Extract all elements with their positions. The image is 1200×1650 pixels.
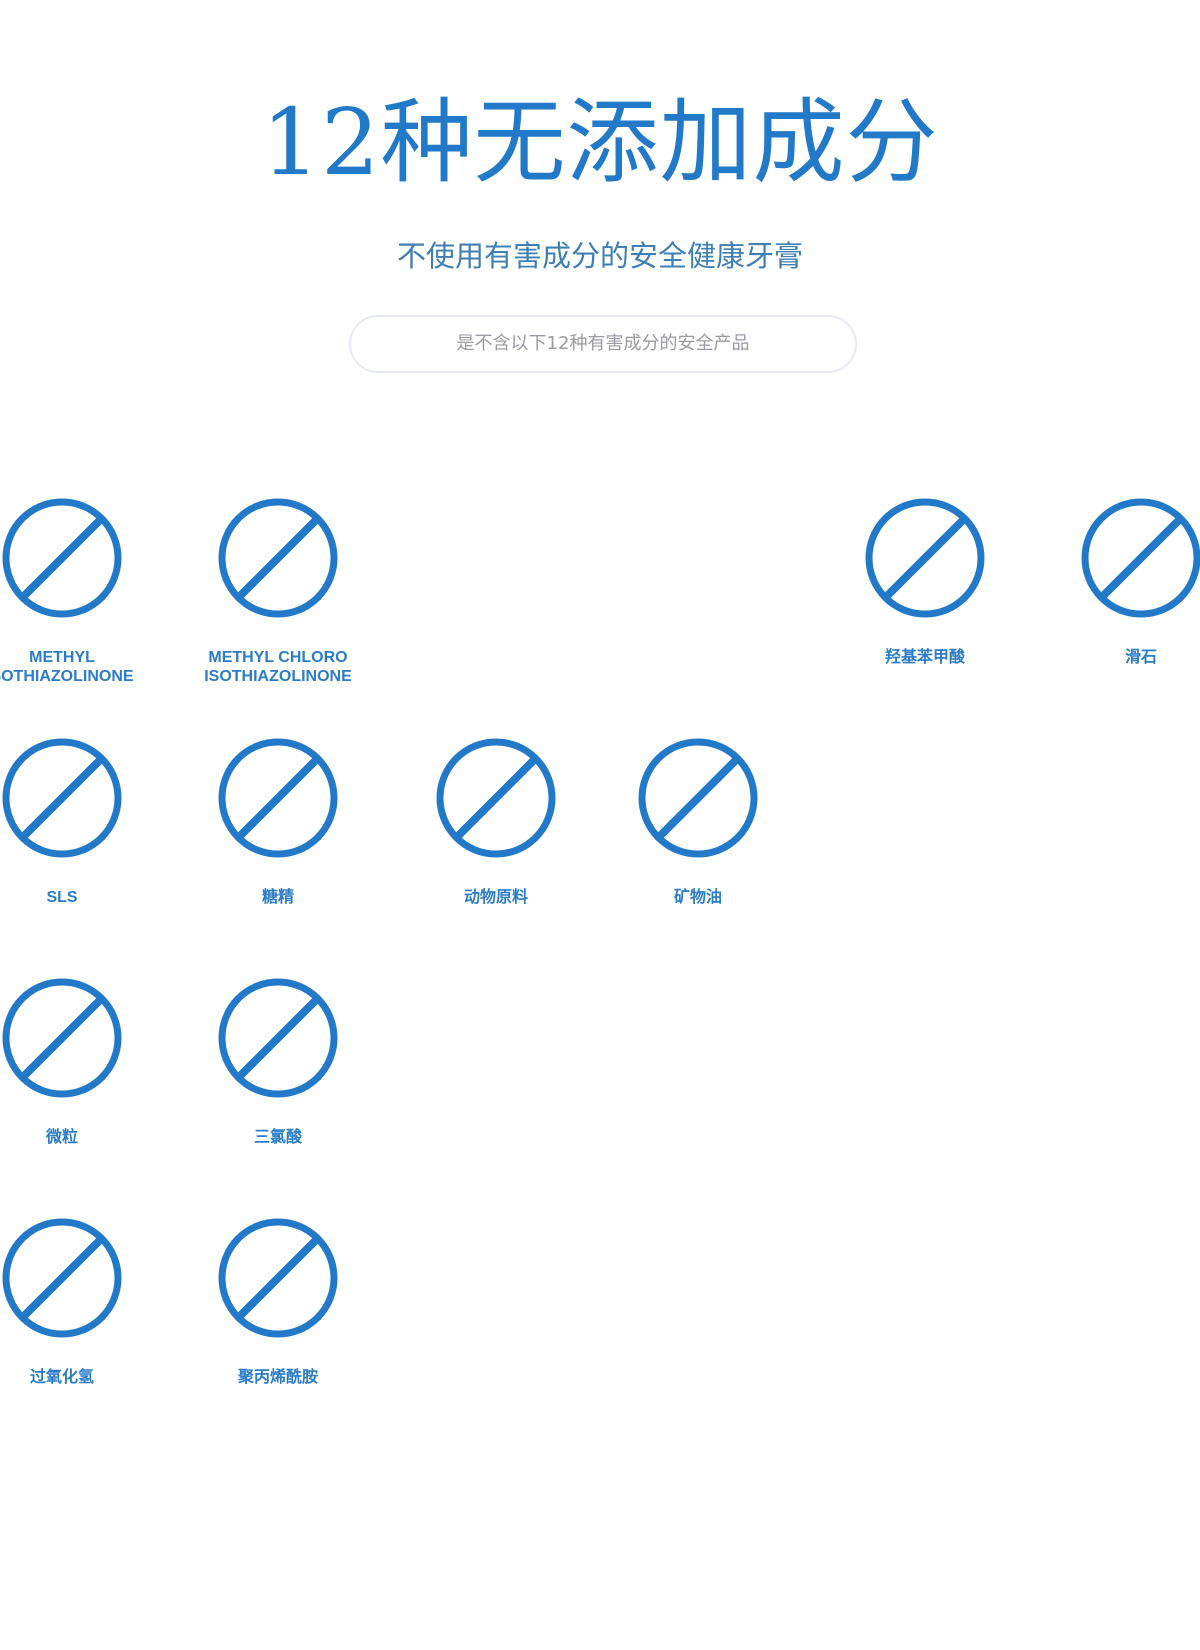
prohibited-icon xyxy=(158,736,398,860)
ingredient-label: 滑石 xyxy=(1021,648,1200,667)
subtitle: 不使用有害成分的安全健康牙膏 xyxy=(396,239,803,273)
ingredient-label-line: METHYL CHLORO xyxy=(208,649,348,666)
prohibited-icon xyxy=(158,1216,398,1340)
ingredient-item: 过氧化氢 xyxy=(0,1216,182,1387)
ingredient-label-line: SOTHIAZOLINONE xyxy=(0,668,134,685)
headline: 12种无添加成分 xyxy=(261,89,939,196)
ingredient-label: METHYL SOTHIAZOLINONE xyxy=(0,648,182,686)
ingredient-item: SLS xyxy=(0,736,182,907)
info-pill: 是不含以下12种有害成分的安全产品 xyxy=(349,315,857,373)
ingredient-label-line: 糖精 xyxy=(261,889,294,906)
ingredient-item: 聚丙烯酰胺 xyxy=(158,1216,398,1387)
ingredient-label: 动物原料 xyxy=(376,888,616,907)
ingredient-label-line: 三氯酸 xyxy=(253,1129,302,1146)
ingredient-label-line: 动物原料 xyxy=(463,889,528,906)
ingredient-item: 微粒 xyxy=(0,976,182,1147)
prohibited-icon xyxy=(0,496,182,620)
ingredient-label: 矿物油 xyxy=(578,888,818,907)
ingredient-label: 过氧化氢 xyxy=(0,1368,182,1387)
ingredient-label: 三氯酸 xyxy=(158,1128,398,1147)
ingredient-label-line: 微粒 xyxy=(45,1129,78,1146)
ingredient-item: METHYL CHLORO ISOTHIAZOLINONE xyxy=(158,496,398,686)
prohibited-icon xyxy=(376,736,616,860)
ingredient-item: 动物原料 xyxy=(376,736,616,907)
ingredient-item: 矿物油 xyxy=(578,736,818,907)
ingredient-item: 羟基苯甲酸 xyxy=(805,496,1045,667)
ingredient-item: METHYL SOTHIAZOLINONE xyxy=(0,496,182,686)
ingredient-item: 滑石 xyxy=(1021,496,1200,667)
prohibited-icon xyxy=(1021,496,1200,620)
ingredient-label-line: 聚丙烯酰胺 xyxy=(237,1369,318,1386)
ingredient-label: 糖精 xyxy=(158,888,398,907)
ingredient-label-line: ISOTHIAZOLINONE xyxy=(204,668,352,685)
prohibited-icon xyxy=(0,976,182,1100)
prohibited-icon xyxy=(158,976,398,1100)
ingredient-label: 微粒 xyxy=(0,1128,182,1147)
ingredient-label: SLS xyxy=(0,888,182,907)
ingredient-label: 羟基苯甲酸 xyxy=(805,648,1045,667)
prohibited-icon xyxy=(805,496,1045,620)
prohibited-icon xyxy=(158,496,398,620)
prohibited-icon xyxy=(0,1216,182,1340)
prohibited-icon xyxy=(578,736,818,860)
prohibited-icon xyxy=(0,736,182,860)
ingredient-label-line: SLS xyxy=(46,889,78,906)
ingredient-label-line: 滑石 xyxy=(1124,649,1157,666)
ingredient-label-line: METHYL xyxy=(29,649,95,666)
ingredient-label-line: 过氧化氢 xyxy=(29,1369,94,1386)
ingredient-label: 聚丙烯酰胺 xyxy=(158,1368,398,1387)
ingredient-label-line: 羟基苯甲酸 xyxy=(884,649,965,666)
ingredient-item: 三氯酸 xyxy=(158,976,398,1147)
ingredient-label-line: 矿物油 xyxy=(673,889,722,906)
ingredient-label: METHYL CHLORO ISOTHIAZOLINONE xyxy=(158,648,398,686)
ingredient-item: 糖精 xyxy=(158,736,398,907)
